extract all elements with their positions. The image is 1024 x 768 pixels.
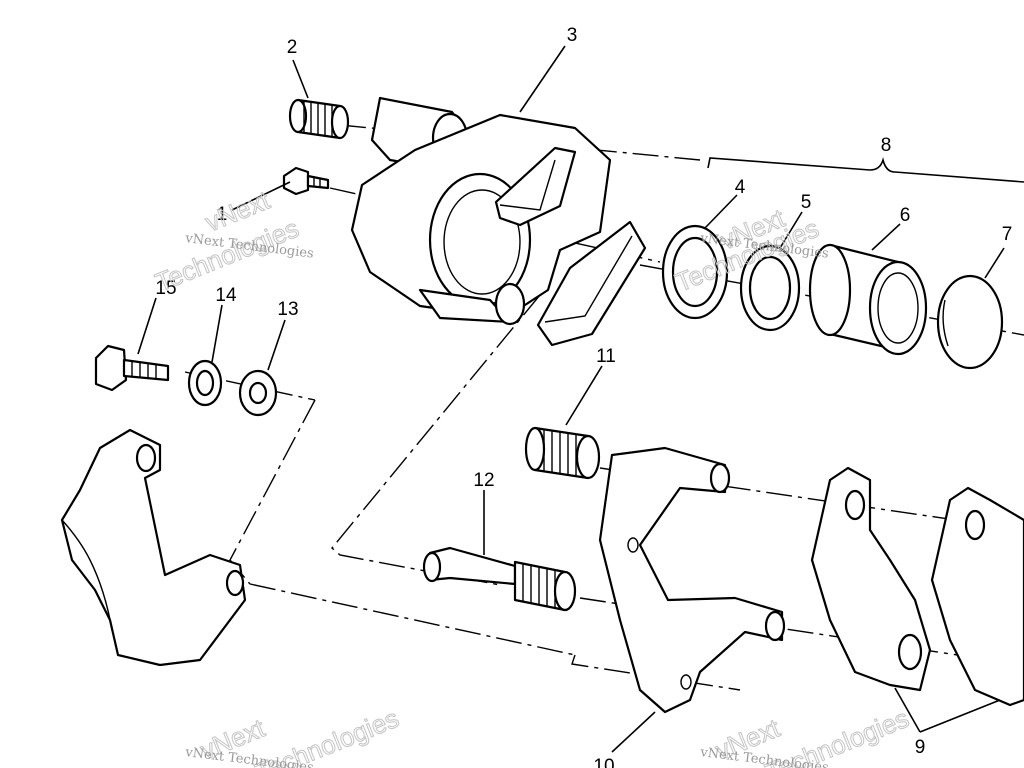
callout-4: 4 <box>735 177 746 198</box>
part-1-bleeder-screw <box>282 166 330 196</box>
axis-line-lower <box>249 583 576 656</box>
leader-lines <box>137 45 1024 753</box>
part-6-piston <box>808 243 928 356</box>
callout-13: 13 <box>277 299 298 320</box>
callout-8: 8 <box>881 135 892 156</box>
callout-1: 1 <box>217 204 228 225</box>
watermark-top-left: vNext Technologies vNext Technologies <box>151 184 315 298</box>
callout-10: 10 <box>593 756 614 768</box>
part-10-carrier-bracket <box>598 446 786 714</box>
part-12-pin <box>422 546 577 612</box>
part-11-boot <box>524 426 601 480</box>
part-7-dust-cap <box>936 274 1004 370</box>
callout-3: 3 <box>567 25 578 46</box>
axis-line-bolt-drop <box>229 399 316 585</box>
callout-14: 14 <box>215 285 237 306</box>
callout-2: 2 <box>287 37 298 58</box>
part-13-washer <box>238 369 278 417</box>
axis-line-pin <box>331 294 541 586</box>
part-5-seal <box>739 244 801 332</box>
part-2-plug <box>288 98 350 140</box>
axis-line-lower-jog <box>571 654 741 691</box>
callout-12: 12 <box>473 470 494 491</box>
watermark-bottom-right: vNext Technologies vNext Technologies <box>699 702 914 768</box>
part-3-caliper-body <box>350 96 647 347</box>
part-14-lock-washer <box>187 359 223 407</box>
callout-5: 5 <box>801 192 812 213</box>
callout-6: 6 <box>900 205 911 226</box>
callout-9: 9 <box>915 737 926 758</box>
callout-11: 11 <box>596 346 616 367</box>
callout-7: 7 <box>1002 224 1013 245</box>
mounting-bracket <box>60 428 247 667</box>
callout-labels: 1 2 3 4 5 6 7 8 9 10 11 12 13 14 15 <box>155 25 1012 768</box>
callout-15: 15 <box>155 278 176 299</box>
part-4-seal <box>661 224 729 320</box>
part-15-bolt <box>94 344 170 392</box>
watermark-bottom-left: vNext Technologies vNext Technologies <box>184 702 404 768</box>
part-9-brake-pads <box>810 466 1024 707</box>
